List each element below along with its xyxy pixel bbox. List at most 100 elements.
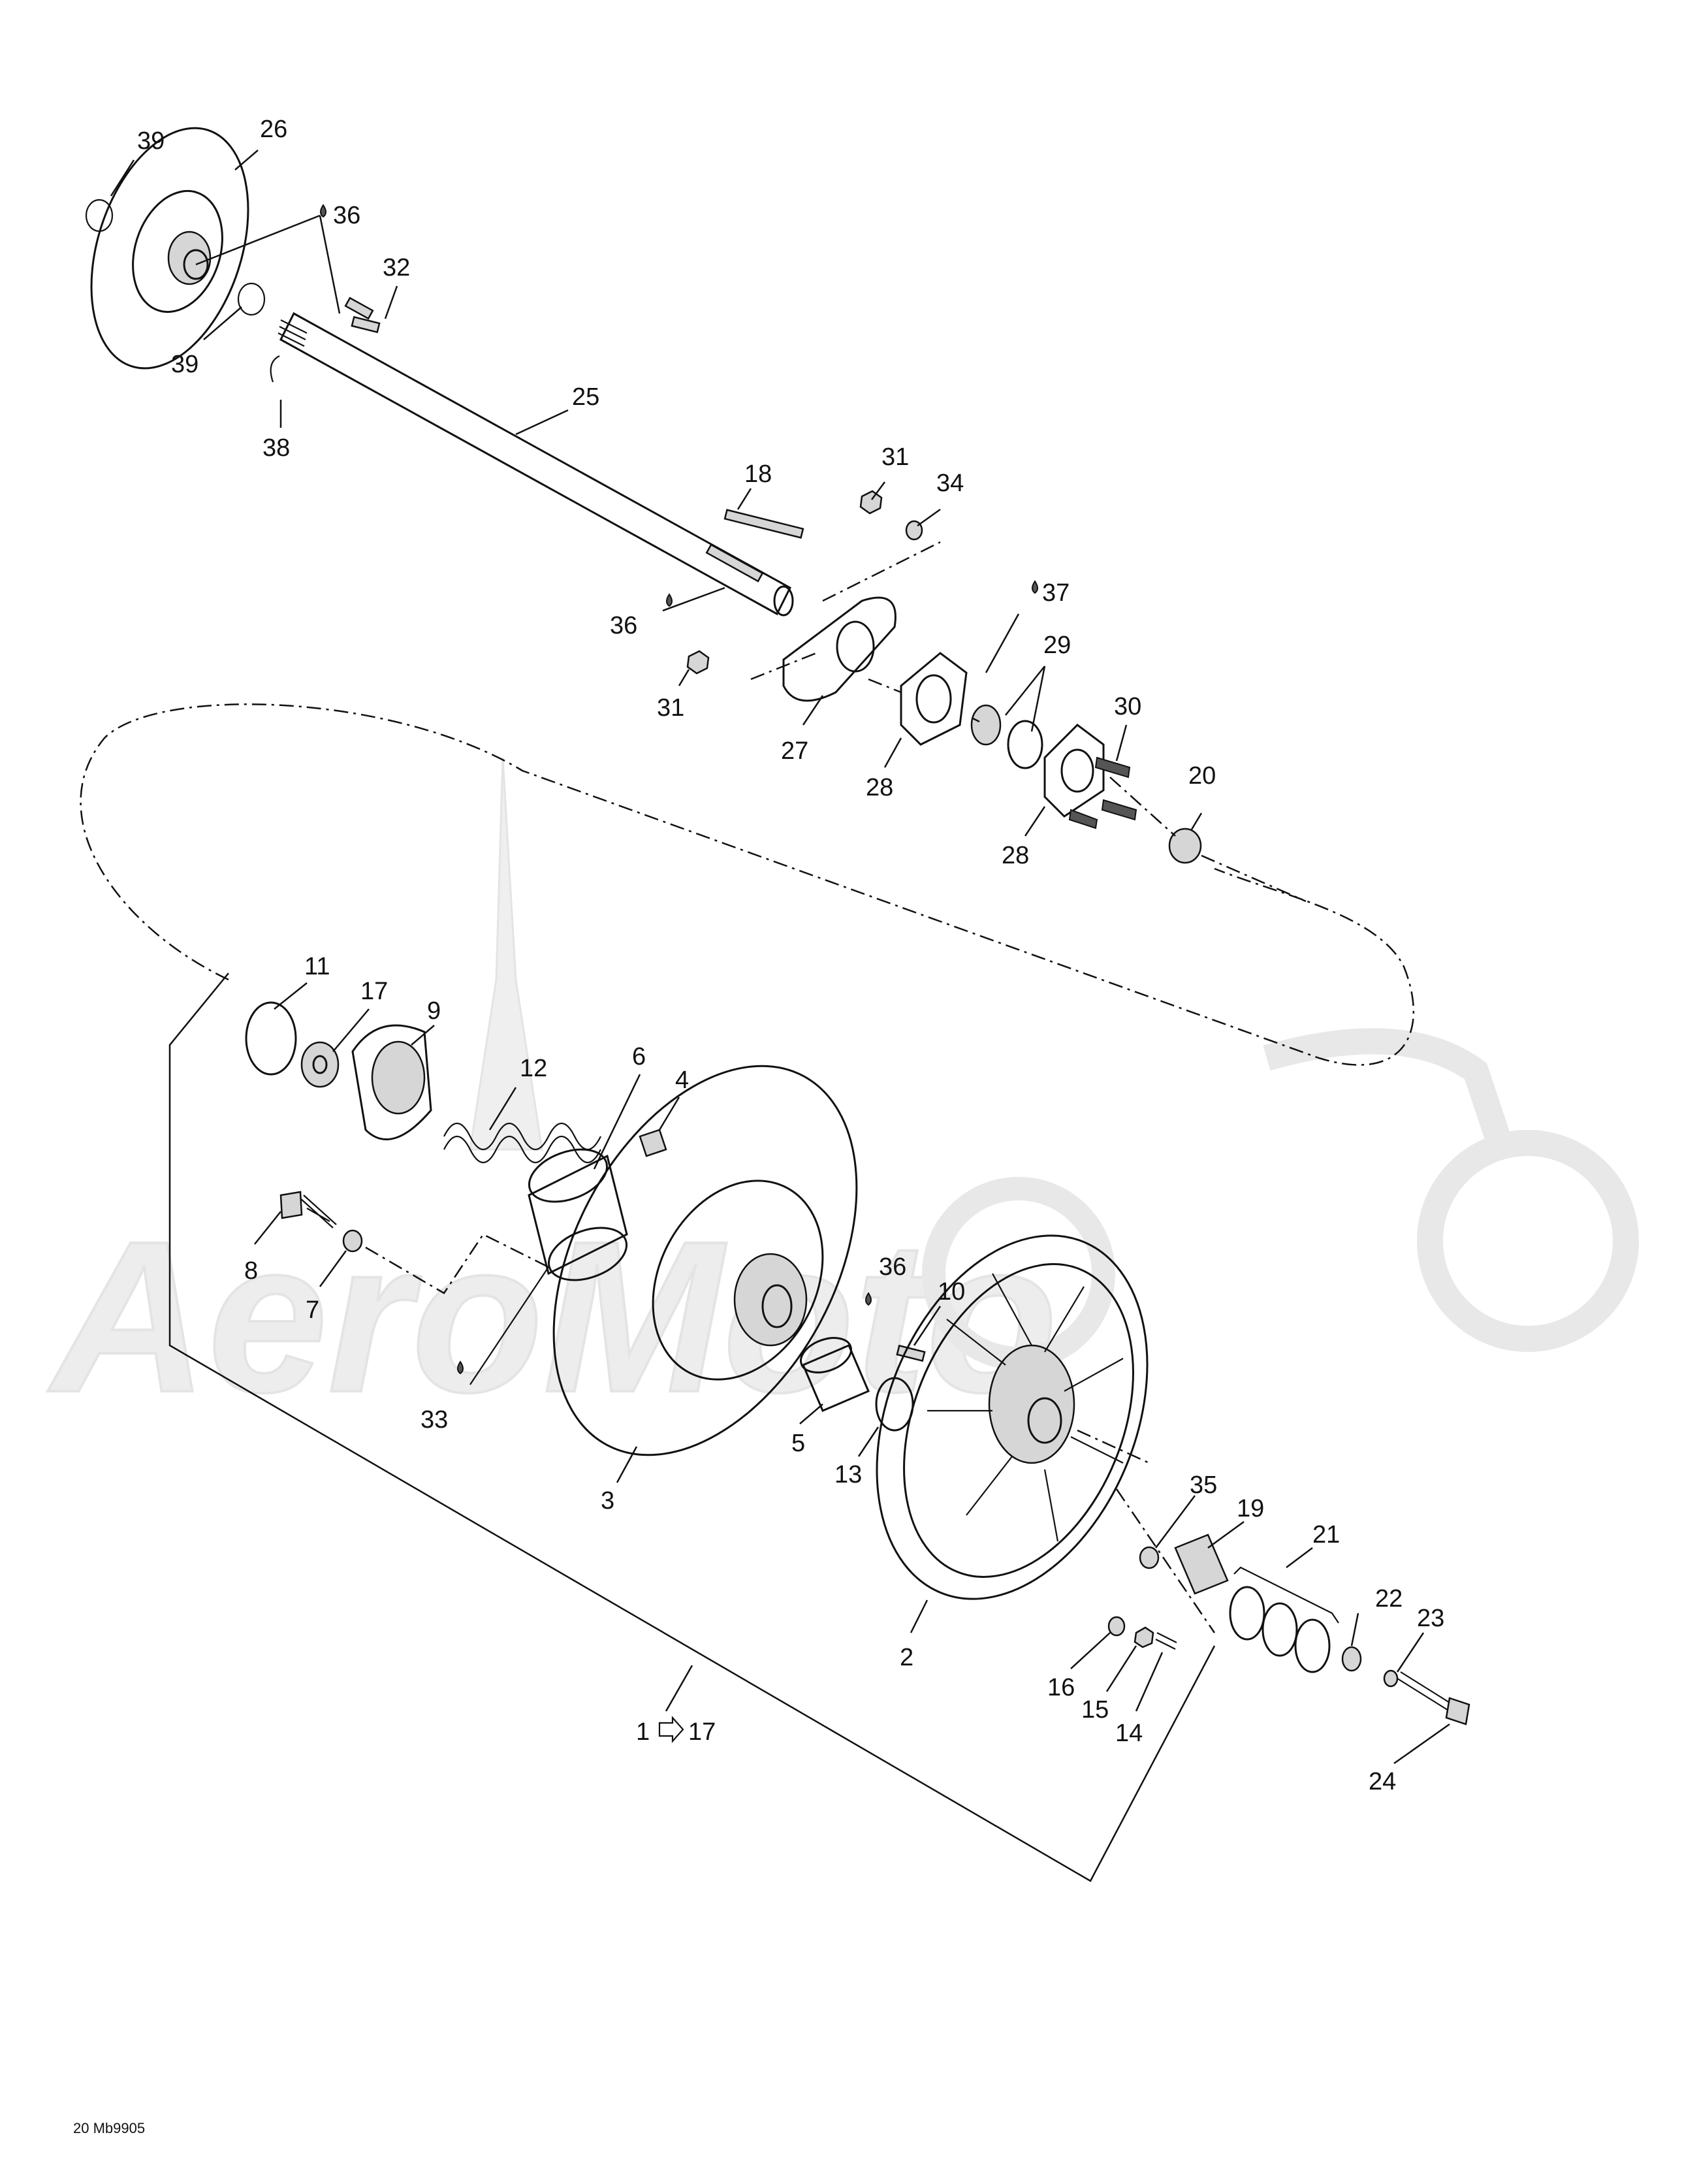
bolt-24 — [1397, 1671, 1470, 1726]
cam-9 — [351, 1024, 432, 1140]
nut-31-bottom — [686, 650, 710, 675]
sleeve-6 — [528, 1148, 628, 1281]
callout-28: 28 — [1002, 842, 1029, 869]
shims-21 — [1229, 1566, 1339, 1673]
callout-34: 34 — [936, 470, 964, 497]
grease-drop-icon — [666, 593, 673, 607]
callout-labels: 39 26 36 32 39 38 25 18 31 34 36 37 29 3… — [137, 116, 1444, 1795]
grease-drop-icon — [320, 204, 326, 218]
key-18 — [723, 509, 804, 539]
callout-16: 16 — [1047, 1674, 1075, 1701]
callout-7: 7 — [306, 1296, 319, 1324]
grease-drop-icon — [865, 1292, 872, 1306]
washer-22 — [1341, 1646, 1362, 1672]
callout-26: 26 — [260, 116, 287, 143]
assembly-to-label: 17 — [688, 1718, 716, 1746]
callout-10: 10 — [938, 1278, 965, 1306]
key-32 — [351, 315, 381, 334]
retaining-ring-11 — [245, 1001, 297, 1076]
oil-drop-icon — [1032, 580, 1038, 594]
callout-22: 22 — [1375, 1585, 1403, 1613]
washer-35 — [1139, 1546, 1160, 1569]
fixed-sheave-2 — [876, 1234, 1149, 1600]
callout-32: 32 — [383, 254, 410, 281]
arrow-right-icon — [658, 1716, 684, 1743]
assembly-reference: 1 17 — [636, 1716, 716, 1746]
flange-28-outer-bore — [1060, 748, 1094, 793]
callout-37: 37 — [1042, 579, 1070, 607]
callout-39: 39 — [137, 127, 165, 155]
callout-2: 2 — [900, 1644, 913, 1671]
washer-16 — [1107, 1616, 1126, 1637]
callout-36: 36 — [879, 1253, 906, 1281]
nut-31-top — [859, 490, 883, 515]
callout-14: 14 — [1115, 1720, 1143, 1747]
callout-17: 17 — [360, 978, 388, 1005]
fixed-sheave — [90, 127, 249, 370]
leader-33 — [469, 1266, 549, 1385]
callout-35: 35 — [1190, 1471, 1217, 1499]
o-ring-39-top — [85, 199, 114, 233]
callout-36: 36 — [610, 612, 637, 639]
drawing-code: 20 Mb9905 — [73, 2120, 145, 2136]
flange-28-outer — [1043, 724, 1105, 818]
callout-3: 3 — [601, 1487, 614, 1515]
circlip-38 — [270, 355, 280, 383]
grease-drop-icon — [457, 1360, 464, 1375]
callout-30: 30 — [1114, 693, 1141, 720]
assembly-bracket — [168, 972, 1216, 1882]
washer-7 — [342, 1229, 363, 1253]
lock-washer-23 — [1383, 1669, 1399, 1688]
watermark: AeroMoto — [44, 757, 1639, 1438]
sliding-sheave-3 — [552, 1065, 858, 1456]
callout-28: 28 — [866, 774, 893, 801]
callout-9: 9 — [427, 997, 441, 1025]
callout-36: 36 — [333, 202, 360, 229]
callout-11: 11 — [304, 953, 330, 980]
nut-15 — [1134, 1626, 1154, 1648]
lubricant-drop-icons — [320, 204, 1038, 1375]
spacer-20 — [1168, 827, 1202, 864]
bearing-plate-27 — [782, 596, 897, 702]
callout-12: 12 — [520, 1055, 547, 1082]
callout-29: 29 — [1043, 632, 1071, 659]
callout-18: 18 — [744, 460, 772, 488]
callout-31: 31 — [881, 443, 909, 471]
callout-4: 4 — [675, 1067, 689, 1094]
callout-39: 39 — [171, 351, 198, 378]
callout-13: 13 — [834, 1461, 862, 1488]
callout-20: 20 — [1188, 762, 1216, 790]
axis-lines-upper — [750, 541, 1307, 903]
o-ring-39-bottom — [237, 282, 266, 316]
axis-lines-lower-right — [1077, 1429, 1216, 1633]
callout-27: 27 — [781, 737, 808, 765]
flange-28-inner — [900, 652, 968, 746]
washer-17 — [300, 1041, 340, 1088]
slider-4 — [639, 1129, 667, 1157]
bearing-plate-27-bore — [836, 620, 875, 673]
watermark-text: AeroMoto — [46, 1196, 1058, 1437]
flange-28-inner-bore — [915, 674, 952, 724]
axis-lines-lower-left — [365, 1233, 549, 1294]
screw-14 — [1155, 1632, 1177, 1650]
drive-belt — [80, 703, 1415, 1066]
callout-23: 23 — [1417, 1605, 1444, 1632]
assembly-bracket-leader — [665, 1665, 693, 1712]
callout-38: 38 — [262, 434, 290, 462]
bearing-29b — [1007, 720, 1043, 769]
callout-5: 5 — [791, 1430, 805, 1457]
key-10 — [896, 1344, 926, 1362]
callout-25: 25 — [572, 383, 599, 411]
callout-21: 21 — [1312, 1521, 1340, 1549]
callout-31: 31 — [657, 694, 684, 722]
callout-24: 24 — [1369, 1768, 1396, 1795]
callout-8: 8 — [244, 1257, 258, 1285]
bushing-5 — [800, 1337, 870, 1412]
spacer-19 — [1174, 1534, 1229, 1595]
leader-lines — [110, 150, 1450, 1765]
bearing-29a — [970, 704, 1002, 746]
callout-15: 15 — [1081, 1696, 1109, 1724]
callout-6: 6 — [632, 1043, 646, 1070]
